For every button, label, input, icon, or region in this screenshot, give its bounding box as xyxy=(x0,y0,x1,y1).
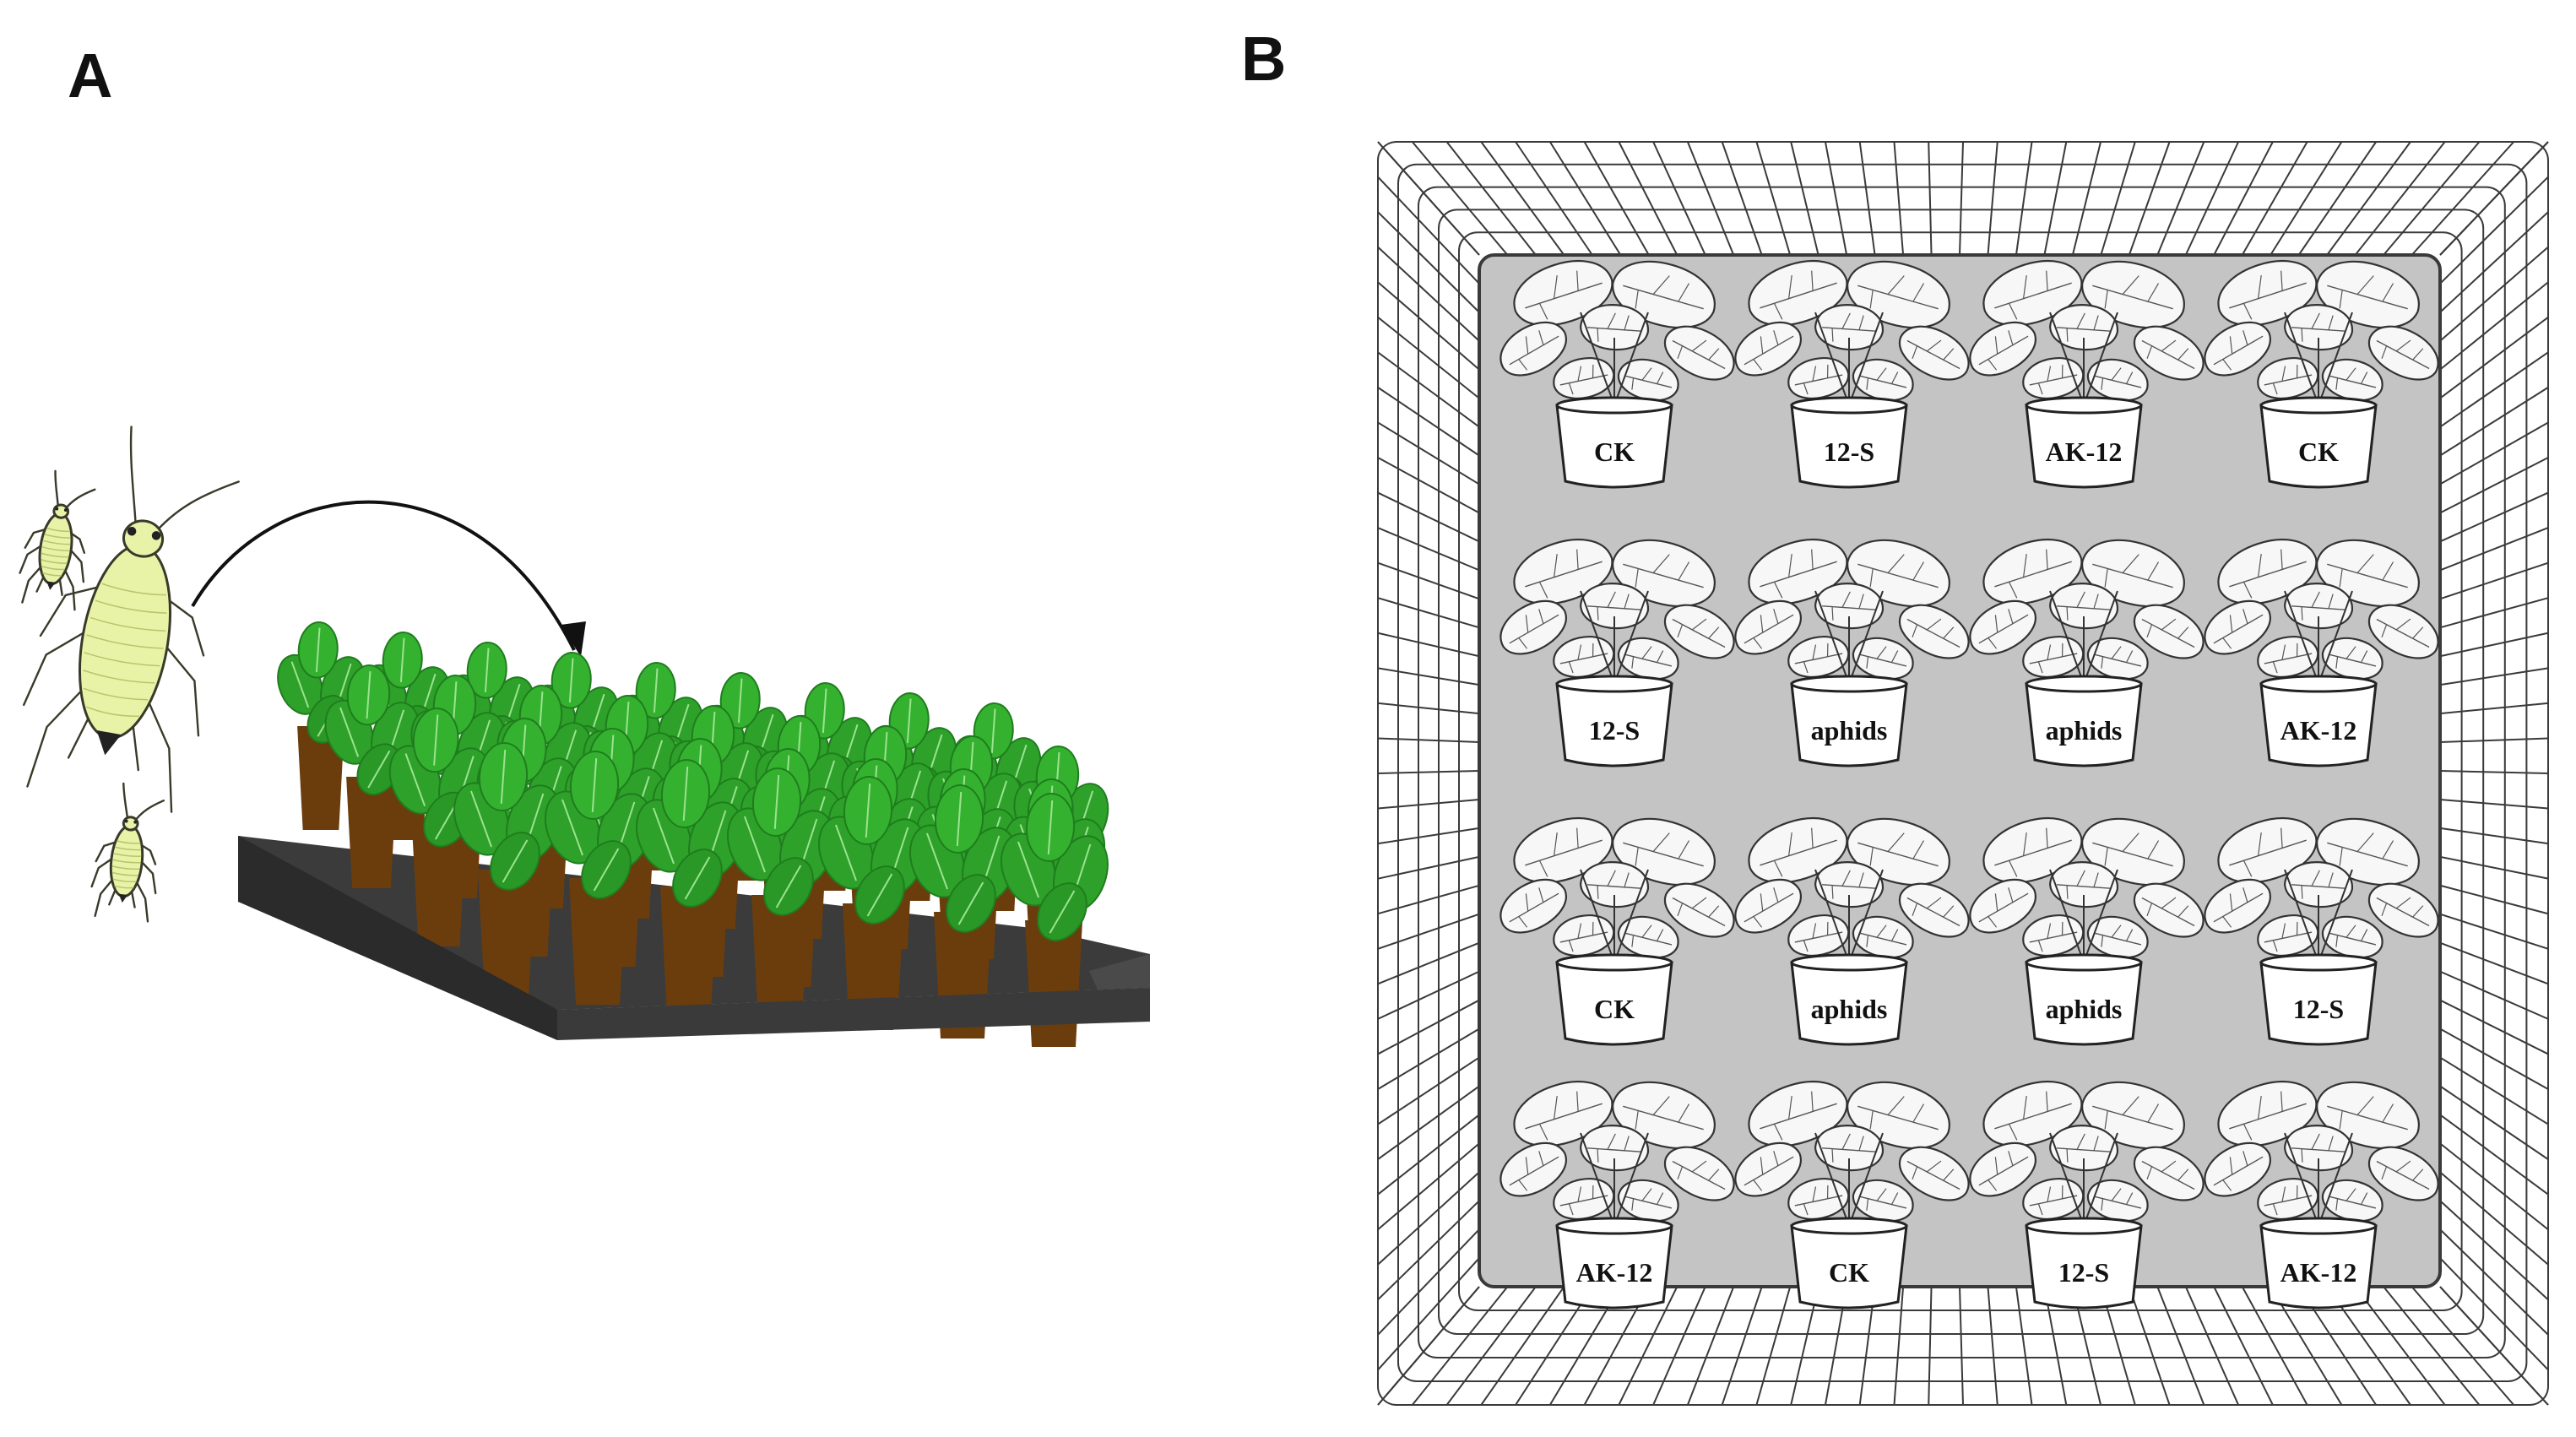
potted-plant-icon: 12-S xyxy=(2204,817,2439,1046)
potted-plant-icon: 12-S xyxy=(1969,1081,2205,1310)
pot-label: AK-12 xyxy=(2280,1257,2357,1288)
potted-plant-icon: AK-12 xyxy=(2204,1081,2439,1310)
potted-plant-icon: 12-S xyxy=(1734,260,1970,489)
pot-label: aphids xyxy=(2046,994,2123,1024)
pot-label: aphids xyxy=(2046,715,2123,746)
potted-plant-icon: CK xyxy=(1500,260,1735,489)
pot-label: 12-S xyxy=(1589,715,1640,746)
potted-plant-icon: CK xyxy=(1500,817,1735,1046)
aphid-icon xyxy=(90,782,165,923)
potted-plant-icon: CK xyxy=(1734,1081,1970,1310)
pot-label: AK-12 xyxy=(1576,1257,1653,1288)
pot-label: CK xyxy=(1594,994,1635,1024)
pot-label: CK xyxy=(2298,437,2339,467)
potted-plant-icon: aphids xyxy=(1734,539,1970,767)
aphid-icon xyxy=(22,426,240,813)
pot-label: 12-S xyxy=(2293,994,2344,1024)
potted-plant-icon: CK xyxy=(2204,260,2439,489)
pot-label: CK xyxy=(1594,437,1635,467)
potted-plant-icon: 12-S xyxy=(1500,539,1735,767)
potted-plant-icon: AK-12 xyxy=(1969,260,2205,489)
panel-a: A xyxy=(19,41,1150,1047)
seedling-tray-icon xyxy=(238,621,1150,1047)
pot-label: CK xyxy=(1829,1257,1869,1288)
potted-plant-icon: AK-12 xyxy=(2204,539,2439,767)
pot-label: AK-12 xyxy=(2280,715,2357,746)
pot-label: aphids xyxy=(1811,715,1888,746)
cage-floor xyxy=(1478,253,2442,1288)
aphid-icon xyxy=(19,469,96,611)
pot-label: 12-S xyxy=(1824,437,1874,467)
curved-arrow-icon xyxy=(191,500,586,657)
potted-plant-icon: aphids xyxy=(1969,817,2205,1046)
pot-label: aphids xyxy=(1811,994,1888,1024)
pot-label: AK-12 xyxy=(2046,437,2123,467)
panel-b-letter: B xyxy=(1241,24,1286,94)
potted-plant-icon: aphids xyxy=(1734,817,1970,1046)
potted-plant-icon: AK-12 xyxy=(1500,1081,1735,1310)
panel-a-letter: A xyxy=(68,41,112,111)
pot-label: 12-S xyxy=(2058,1257,2109,1288)
potted-plant-icon: aphids xyxy=(1969,539,2205,767)
